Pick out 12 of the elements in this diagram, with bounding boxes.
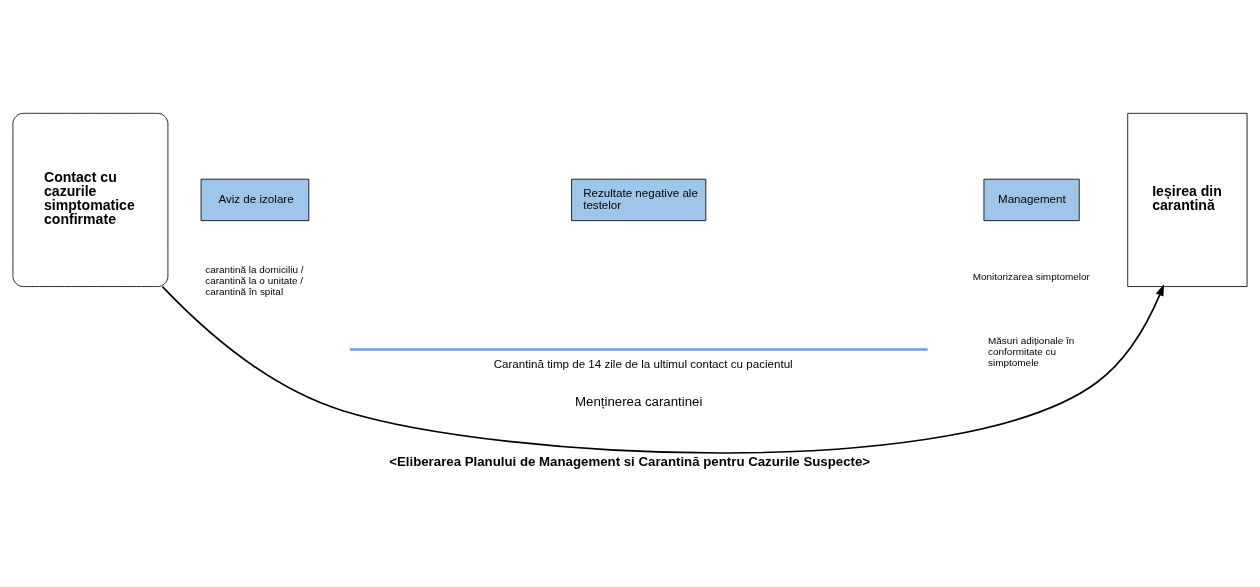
label: Carantină timp de 14 zile de la ultimul contact cu pacientul — [493, 356, 793, 370]
label: Măsuri adiționale în conformitate cu simptomele — [988, 334, 1075, 368]
node-box: Rezultate negative ale testelor — [571, 178, 707, 221]
label: Monitorizarea simptomelor — [972, 270, 1090, 282]
node-box: Ieșirea din carantină — [1127, 112, 1248, 287]
edge-label: Menținerea carantinei — [574, 393, 703, 409]
node-box: Management — [983, 178, 1080, 221]
arrow — [161, 283, 1165, 454]
caption: <Eliberarea Planului de Management si Carantină pentru Cazurile Suspecte> — [389, 453, 871, 469]
node-box: Contact cu cazurile simptomatice confirmate — [12, 112, 169, 287]
node-box: Aviz de izolare — [200, 178, 310, 221]
label: carantină la domiciliu / carantină la o unitate / carantină în spital — [205, 263, 304, 297]
